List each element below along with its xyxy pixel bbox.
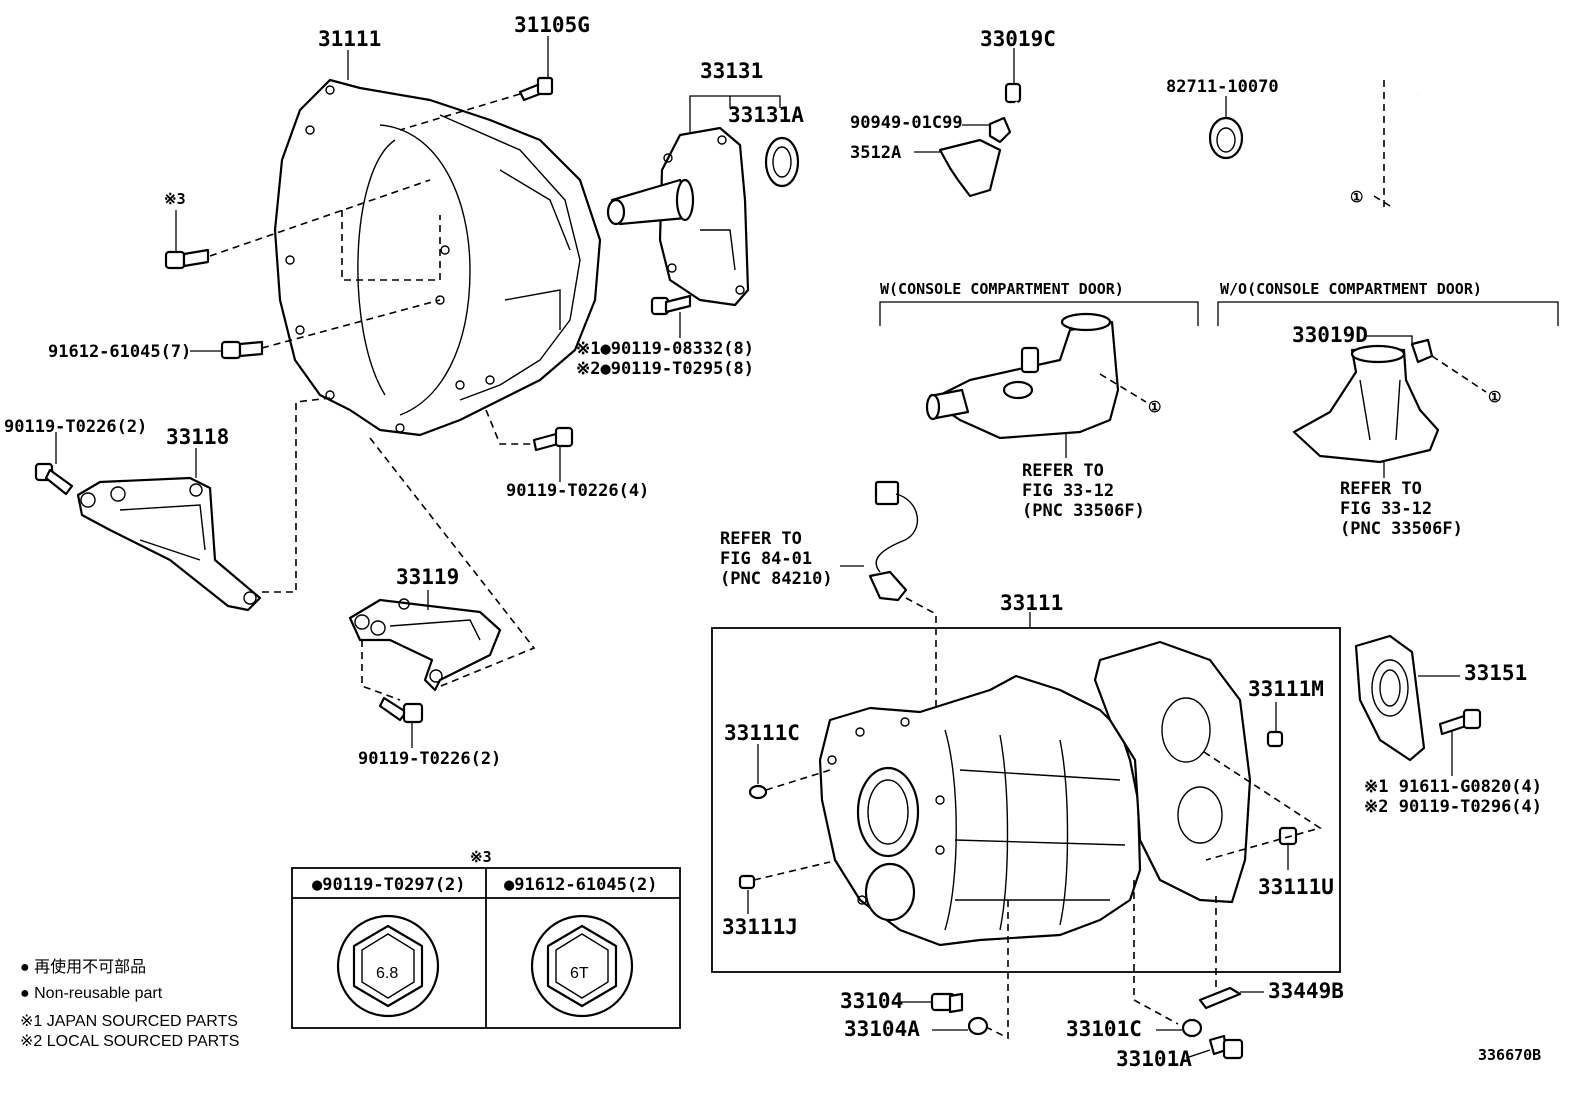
bolt-head-icon-6t	[530, 914, 634, 1018]
label-33119: 33119	[396, 565, 459, 589]
bolt-91612-61045	[220, 340, 264, 360]
bolt-head-icon-68	[336, 914, 440, 1018]
label-33449b: 33449B	[1268, 979, 1344, 1003]
label-33104a: 33104A	[844, 1017, 920, 1041]
gasket-33104a	[967, 1016, 989, 1036]
label-condition-wo: W/O(CONSOLE COMPARTMENT DOOR)	[1220, 280, 1482, 298]
refer-b3: (PNC 33506F)	[1340, 519, 1463, 539]
bolt-91611-g0820	[1438, 708, 1482, 736]
pin-33111u	[1278, 826, 1298, 846]
label-table-note3: ※3	[470, 848, 492, 866]
table-col1-header: ●90119-T0297(2)	[312, 875, 466, 895]
bolt-90119-t0226-4	[532, 426, 574, 452]
gasket-33101c	[1181, 1018, 1203, 1038]
label-33104: 33104	[840, 989, 903, 1013]
refer-c2: FIG 84-01	[720, 549, 812, 569]
label-82711-10070: 82711-10070	[1166, 77, 1279, 97]
bolt-mark-68: 6.8	[376, 965, 398, 982]
label-91612-61045-7: 91612-61045(7)	[48, 342, 191, 362]
label-91611-g0820: ※1 91611-G0820(4)	[1364, 777, 1542, 797]
bolt-90119-08332	[650, 294, 692, 316]
refer-a1: REFER TO	[1022, 461, 1104, 481]
shift-lever-retainer-wo	[1292, 344, 1440, 464]
shift-lever-retainer-w	[925, 312, 1120, 440]
label-31105g: 31105G	[514, 13, 590, 37]
drawing-number: 336670B	[1478, 1046, 1541, 1064]
label-3512a: 3512A	[850, 143, 901, 163]
label-33101c: 33101C	[1066, 1017, 1142, 1041]
reverse-light-switch	[868, 480, 919, 602]
refer-c3: (PNC 84210)	[720, 569, 833, 589]
case-assembly-box	[711, 627, 1341, 973]
label-33111u: 33111U	[1258, 875, 1334, 899]
label-circle1-w: ①	[1148, 398, 1161, 416]
bolt-mark-6t: 6T	[570, 965, 589, 982]
bolt-note3	[164, 248, 210, 270]
fitting-33019d	[1410, 338, 1434, 364]
label-90949-01c99: 90949-01C99	[850, 113, 963, 133]
label-33019c: 33019C	[980, 27, 1056, 51]
table-col2-header: ●91612-61045(2)	[504, 875, 658, 895]
bolt-90119-t0226-upper	[34, 462, 74, 496]
pin-33111c	[748, 784, 768, 800]
transmission-case-33111	[818, 674, 1142, 947]
label-33151: 33151	[1464, 661, 1527, 685]
pin-33111m	[1266, 730, 1284, 748]
label-33111c: 33111C	[724, 721, 800, 745]
plug-33101a	[1208, 1034, 1244, 1060]
bolt-90119-t0226-lower	[378, 696, 424, 724]
clutch-housing-31111	[273, 78, 602, 437]
legend-line1: ● 再使用不可部品	[20, 958, 146, 976]
label-90119-t0296: ※2 90119-T0296(4)	[1364, 797, 1542, 817]
refer-b2: FIG 33-12	[1340, 499, 1432, 519]
label-circle1-hose: ①	[1350, 188, 1363, 206]
label-31111: 31111	[318, 27, 381, 51]
label-33111m: 33111M	[1248, 677, 1324, 701]
label-33118: 33118	[166, 425, 229, 449]
refer-c1: REFER TO	[720, 529, 802, 549]
legend-line4: ※2 LOCAL SOURCED PARTS	[20, 1033, 239, 1050]
label-90119-t0226-2b: 90119-T0226(2)	[358, 749, 501, 769]
label-33131: 33131	[700, 59, 763, 83]
pin-33111j	[738, 874, 756, 890]
oil-seal-33131a	[764, 136, 800, 188]
bracket-33119	[348, 598, 502, 692]
label-circle1-wo: ①	[1488, 388, 1501, 406]
bracket-33118	[76, 476, 262, 612]
breather-hose-33019c	[1004, 82, 1426, 198]
label-33111-lower: 33111	[1000, 591, 1063, 615]
label-90119-t0295: ※2●90119-T0295(8)	[576, 359, 754, 379]
bolt-31105g	[518, 76, 554, 102]
retainer-33151	[1354, 634, 1426, 762]
label-33111j: 33111J	[722, 915, 798, 939]
bolt-table	[291, 867, 681, 1029]
plug-33104	[930, 992, 964, 1014]
refer-a2: FIG 33-12	[1022, 481, 1114, 501]
bearing-retainer-33131	[606, 126, 750, 307]
label-90119-t0226-2a: 90119-T0226(2)	[4, 417, 147, 437]
label-condition-w: W(CONSOLE COMPARTMENT DOOR)	[880, 280, 1124, 298]
clip-82711-10070	[1208, 116, 1244, 160]
clamp-90949-01c99	[988, 116, 1012, 144]
legend-line3: ※1 JAPAN SOURCED PARTS	[20, 1013, 238, 1030]
label-33101a: 33101A	[1116, 1047, 1192, 1071]
label-90119-08332: ※1●90119-08332(8)	[576, 339, 754, 359]
plate-33449b	[1198, 986, 1242, 1010]
label-33131a: 33131A	[728, 103, 804, 127]
refer-b1: REFER TO	[1340, 479, 1422, 499]
label-33019d: 33019D	[1292, 323, 1368, 347]
refer-a3: (PNC 33506F)	[1022, 501, 1145, 521]
label-note3-bolt: ※3	[164, 190, 186, 208]
bracket-3512a	[938, 138, 1002, 198]
legend-line2: ● Non-reusable part	[20, 985, 163, 1002]
label-90119-t0226-4: 90119-T0226(4)	[506, 481, 649, 501]
